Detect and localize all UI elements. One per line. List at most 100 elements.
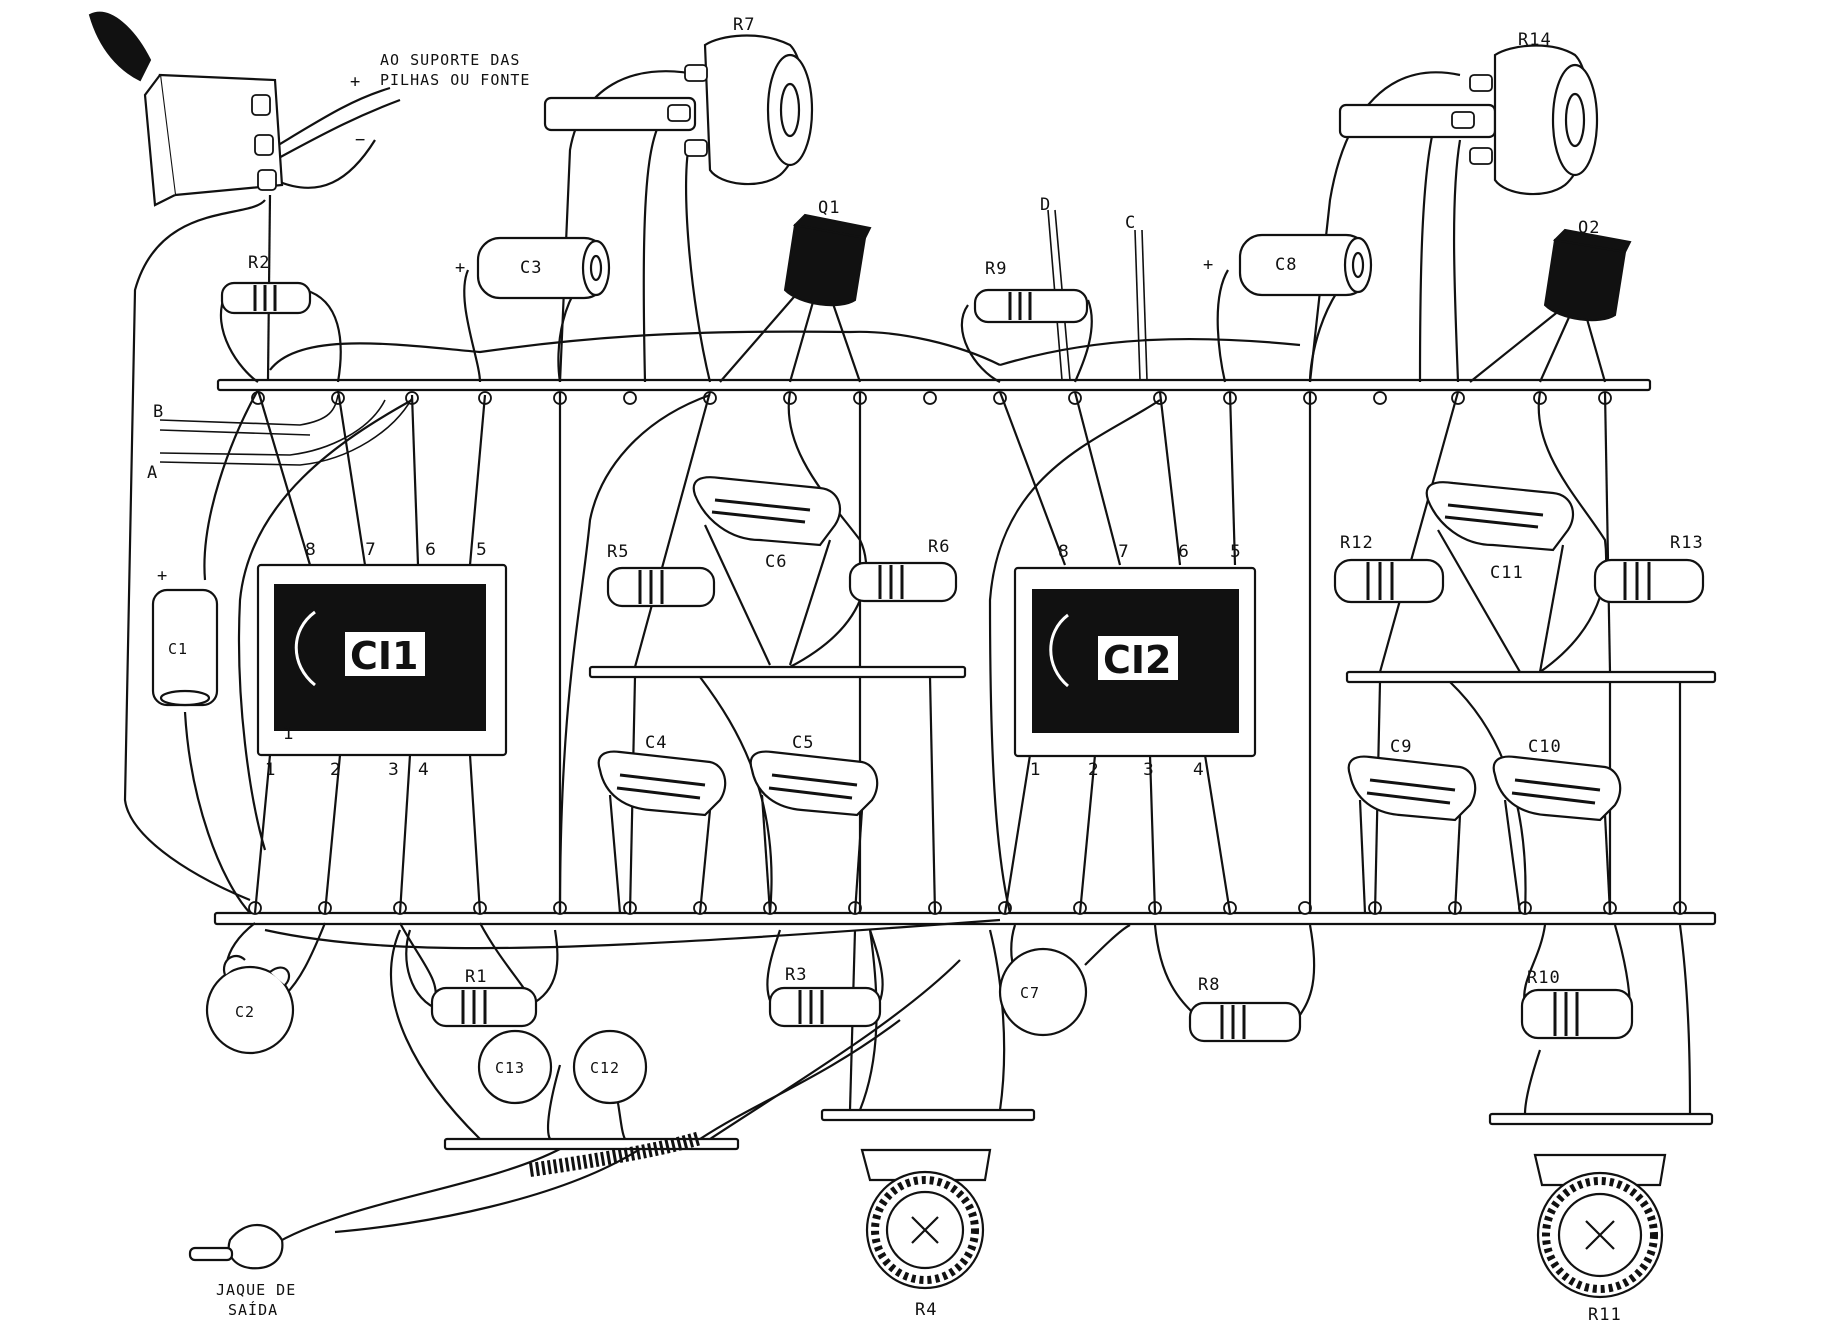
- ic1-pin1-mark: 1: [283, 724, 294, 744]
- input-d-label: D: [1040, 195, 1051, 215]
- label-r8: R8: [1198, 975, 1220, 995]
- solder-pad: [623, 391, 637, 405]
- input-a-label: A: [147, 463, 158, 483]
- input-c-label: C: [1125, 213, 1136, 233]
- c3-plus: +: [455, 258, 466, 278]
- power-minus-sign: −: [355, 130, 366, 150]
- ic1-pin-2: 2: [330, 760, 341, 780]
- resistor-r12-icon: [1333, 558, 1445, 604]
- resistor-r13-icon: [1593, 558, 1705, 604]
- ic1-pin-8: 8: [305, 540, 316, 560]
- label-r4: R4: [915, 1300, 937, 1320]
- resistor-r5-icon: [606, 566, 716, 608]
- label-c8: C8: [1275, 255, 1297, 275]
- label-r6: R6: [928, 537, 950, 557]
- capacitor-c1-icon: [151, 588, 219, 707]
- capacitor-c10-icon: [1492, 755, 1622, 914]
- capacitor-c7-icon: [998, 947, 1088, 1037]
- label-c5: C5: [792, 733, 814, 753]
- solder-pad: [923, 391, 937, 405]
- label-c1: C1: [168, 640, 188, 658]
- top-terminal-strip: [216, 378, 1652, 392]
- label-c11: C11: [1490, 563, 1524, 583]
- ic2-pin-6: 6: [1178, 542, 1189, 562]
- capacitor-c3-icon: [476, 236, 611, 300]
- label-c9: C9: [1390, 737, 1412, 757]
- resistor-r10-icon: [1520, 988, 1634, 1040]
- ic1-label: CI1: [350, 634, 418, 678]
- ic-ci2-package: [1013, 566, 1257, 758]
- label-r14: R14: [1518, 30, 1552, 50]
- potentiometer-r14-icon: [1338, 44, 1599, 196]
- transistor-q1-icon: [783, 213, 872, 307]
- ic2-label: CI2: [1103, 638, 1171, 682]
- resistor-r6-icon: [848, 561, 958, 603]
- terminal-strips: [213, 378, 1717, 1151]
- trimmer-r11-icon: [1533, 1153, 1667, 1299]
- label-r10: R10: [1527, 968, 1561, 988]
- label-c2: C2: [235, 1003, 255, 1021]
- input-b-label: B: [153, 402, 164, 422]
- capacitor-c4-icon: [597, 750, 727, 914]
- ic1-pin-5: 5: [476, 540, 487, 560]
- power-note-line1: AO SUPORTE DAS: [380, 51, 520, 69]
- label-c6: C6: [765, 552, 787, 572]
- c8-plus: +: [1203, 255, 1214, 275]
- label-c13: C13: [495, 1059, 525, 1077]
- strip-left-middle: [588, 665, 967, 679]
- transistor-q2-icon: [1543, 228, 1632, 322]
- strip-r11: [1488, 1112, 1714, 1126]
- capacitor-c2-icon: [205, 954, 295, 1055]
- label-r9: R9: [985, 259, 1007, 279]
- label-r5: R5: [607, 542, 629, 562]
- capacitor-c9-icon: [1347, 755, 1477, 914]
- capacitor-c12-icon: [572, 1029, 648, 1105]
- strip-right-middle: [1345, 670, 1717, 684]
- power-switch-icon: [88, 11, 284, 207]
- label-c10: C10: [1528, 737, 1562, 757]
- label-q2: Q2: [1578, 218, 1600, 238]
- ic2-pin-1: 1: [1030, 760, 1041, 780]
- label-r2: R2: [248, 253, 270, 273]
- strip-r4: [820, 1108, 1036, 1122]
- resistor-r3-icon: [768, 986, 882, 1028]
- ic2-pin-3: 3: [1143, 760, 1154, 780]
- label-r7: R7: [733, 15, 755, 35]
- label-r3: R3: [785, 965, 807, 985]
- resistor-r9-icon: [973, 288, 1089, 324]
- capacitor-c8-icon: [1238, 233, 1373, 297]
- ic-ci1-package: [256, 563, 508, 757]
- label-c7: C7: [1020, 984, 1040, 1002]
- ic1-pin-3: 3: [388, 760, 399, 780]
- resistor-r2-icon: [220, 281, 312, 315]
- label-q1: Q1: [818, 198, 840, 218]
- strip-output: [443, 1137, 740, 1151]
- power-note-line2: PILHAS OU FONTE: [380, 71, 530, 89]
- output-jack-line2: SAÍDA: [228, 1300, 278, 1319]
- trimmer-r4-icon: [860, 1148, 992, 1290]
- ic2-pin-8: 8: [1058, 542, 1069, 562]
- resistor-r8-icon: [1188, 1001, 1302, 1043]
- ic1-pin-7: 7: [365, 540, 376, 560]
- output-jack-icon: [188, 1131, 703, 1270]
- label-c12: C12: [590, 1059, 620, 1077]
- potentiometer-r7-icon: [543, 34, 814, 186]
- ic1-pin-6: 6: [425, 540, 436, 560]
- solder-pad: [1373, 391, 1387, 405]
- bottom-terminal-strip: [213, 911, 1717, 926]
- label-c3: C3: [520, 258, 542, 278]
- power-plus-sign: +: [350, 72, 361, 92]
- label-r12: R12: [1340, 533, 1374, 553]
- capacitor-c11-icon: [1425, 481, 1575, 673]
- resistor-r1-icon: [430, 986, 538, 1028]
- label-r11: R11: [1588, 1305, 1622, 1325]
- capacitor-c13-icon: [477, 1029, 553, 1105]
- label-r13: R13: [1670, 533, 1704, 553]
- ic1-pin-1: 1: [265, 760, 276, 780]
- capacitor-c6-icon: [692, 476, 842, 666]
- ic2-pin-4: 4: [1193, 760, 1204, 780]
- output-jack-line1: JAQUE DE: [216, 1281, 296, 1299]
- ic2-pin-2: 2: [1088, 760, 1099, 780]
- ic1-pin-4: 4: [418, 760, 429, 780]
